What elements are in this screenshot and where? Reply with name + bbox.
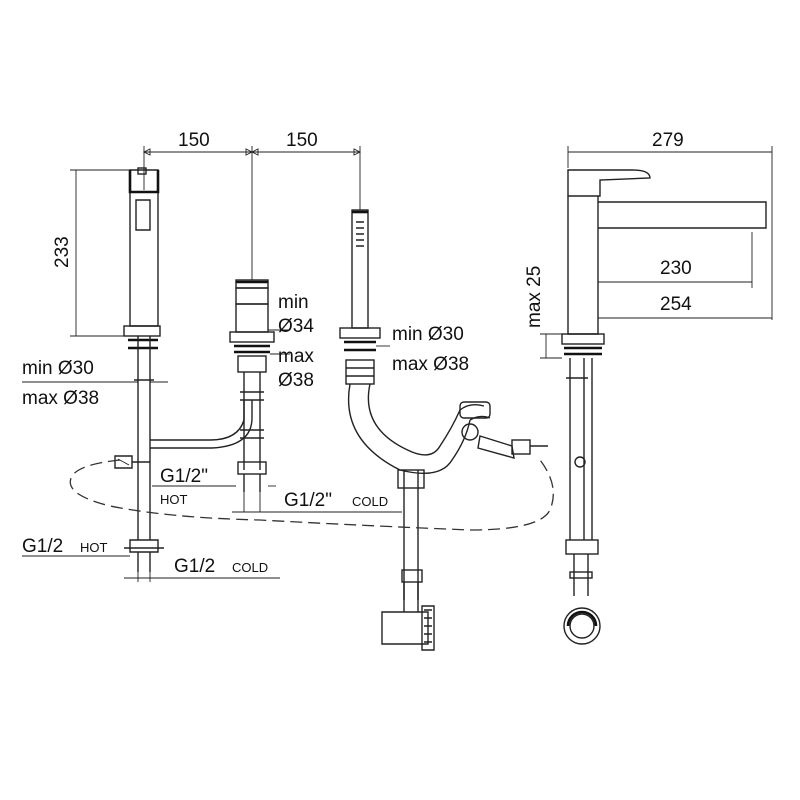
side-total: 279 <box>652 130 684 151</box>
supply-hot-main: G1/2 <box>22 536 63 557</box>
conn-cold-sub: COLD <box>352 494 388 509</box>
shower-hose <box>347 383 548 651</box>
supply-cold-sub: COLD <box>232 560 268 575</box>
shower-hole-min: min Ø30 <box>392 324 464 345</box>
countertop-outline <box>69 459 554 531</box>
valve-hole-min-a: min <box>278 292 309 313</box>
shower-handset <box>339 209 381 385</box>
dimension-lines <box>22 146 773 582</box>
valve-body <box>229 279 275 492</box>
valve-hole-max-a: max <box>278 346 314 367</box>
dim-width-left: 150 <box>178 130 210 151</box>
conn-cold-main: G1/2" <box>284 490 332 511</box>
dim-width-mid: 150 <box>286 130 318 151</box>
mixer-hole-min: min Ø30 <box>22 358 94 379</box>
mixer-hole-max: max Ø38 <box>22 388 99 409</box>
mixer-body <box>123 167 164 572</box>
supply-hot-sub: HOT <box>80 540 108 555</box>
conn-hot-main: G1/2" <box>160 466 208 487</box>
dim-height-mixer: 233 <box>52 236 73 268</box>
valve-hole-max-b: Ø38 <box>278 370 314 391</box>
side-view <box>561 169 767 645</box>
side-spout-a: 230 <box>660 258 692 279</box>
supply-cold-main: G1/2 <box>174 556 215 577</box>
shower-hole-max: max Ø38 <box>392 354 469 375</box>
conn-hot-sub: HOT <box>160 492 188 507</box>
side-spout-b: 254 <box>660 294 692 315</box>
connection-hoses <box>114 400 253 469</box>
side-deck: max 25 <box>524 266 545 328</box>
valve-hole-min-b: Ø34 <box>278 316 314 337</box>
